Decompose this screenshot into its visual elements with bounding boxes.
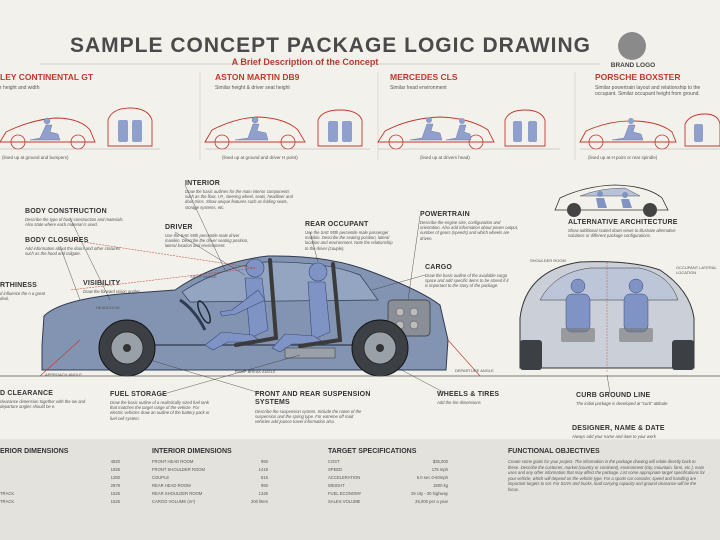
callout-curb-body: The initial package is developed at "cur… [576,401,668,406]
callout-body-construction-body: Describe the type of body construction a… [25,217,124,228]
benchmark-caption-porsche: (lined up at H point or rear spindle) [588,155,658,160]
table-row: 2879 [110,483,120,488]
callout-cargo-body: Draw the basic outline of the available … [425,273,509,289]
table-row: COST$35,000 [328,459,448,464]
benchmark-name-bentley: LEY CONTINENTAL GT [0,72,94,82]
table-row: CARGO VOLUME (m³)200 liters [152,499,268,504]
functional-objectives: FUNCTIONAL OBJECTIVES Create some goals … [508,448,708,493]
label-departure-angle: DEPARTURE ANGLE [455,368,494,373]
callout-suspension-title: FRONT AND REAR SUSPENSION SYSTEMS [255,391,371,406]
benchmark-desc-aston: Similar height & driver seat height [215,85,290,91]
callout-fuel-title: FUEL STORAGE [110,391,167,398]
callout-curb-title: CURB GROUND LINE [576,392,651,399]
driver-manikin [204,258,269,351]
label-occupant-lateral: OCCUPANT LATERAL LOCATION [676,265,717,275]
benchmark-porsche-drawing [579,113,720,150]
callout-wheels-title: WHEELS & TIRES [437,391,500,398]
callout-worthiness-title: RTHINESS [0,282,37,289]
benchmark-mercedes-drawing [377,109,560,150]
callout-suspension-body: Describe the suspension system. Include … [255,409,362,425]
benchmark-desc-mercedes: Similar head environment [390,85,447,91]
benchmark-name-porsche: PORSCHE BOXSTER [595,72,681,82]
callout-wheels-body: Add the tire dimensions [437,400,481,405]
front-wheel [98,319,156,377]
benchmark-caption-bentley: (lined up at ground and bumpers) [2,155,69,160]
callout-body-closures-title: BODY CLOSURES [25,237,89,244]
callout-powertrain-title: POWERTRAIN [420,211,470,218]
benchmark-caption-aston: (lined up at ground and driver H point) [222,155,298,160]
callout-worthiness-body: d influence the n a great deal. [0,291,45,302]
page-subtitle: A Brief Description of the Concept [231,57,379,67]
table-interior-title: INTERIOR DIMENSIONS [152,448,232,455]
page-title: SAMPLE CONCEPT PACKAGE LOGIC DRAWING [70,34,591,57]
callout-interior-title: INTERIOR [185,180,221,187]
callout-alternative-title: ALTERNATIVE ARCHITECTURE [568,219,678,226]
callout-visibility-title: VISIBILITY [83,280,121,287]
callout-designer-body: Always add your name and date to your wo… [572,434,656,439]
benchmark-desc-bentley: r height and width [0,85,40,91]
callout-rear-occupant-title: REAR OCCUPANT [305,221,369,228]
callout-cargo-title: CARGO [425,264,453,271]
label-approach-angle: APPROACH ANGLE [45,372,82,377]
callout-rear-occupant-body: Use the SAE 95th percentile male passeng… [305,230,393,251]
callout-interior-body: Draw the basic outlines for the main int… [185,189,293,210]
benchmark-caption-mercedes: (lined up at drivers head) [420,155,470,160]
alternative-architecture-drawing [554,184,669,217]
label-headroom: HEADROOM [96,305,120,310]
objectives-body: Create some goals for your project. The … [508,459,705,492]
benchmark-desc-porsche: Similar powertrain layout and relationsh… [595,85,701,97]
callout-body-construction-title: BODY CONSTRUCTION [25,208,107,215]
fuel-tank [284,347,336,359]
callout-powertrain-body: Describe the engine size, configuration … [420,220,519,241]
callout-fuel-body: Draw the basic outline of a realisticall… [110,400,210,421]
benchmark-aston-drawing [204,109,370,150]
table-target-title: TARGET SPECIFICATIONS [328,448,417,455]
callout-body-closures-body: Add information about the doors and othe… [25,246,121,257]
table-row: 1925 [110,467,120,472]
front-view [519,261,695,372]
callout-clearance-title: D CLEARANCE [0,390,54,397]
table-row: 4820 [110,459,120,464]
objectives-title: FUNCTIONAL OBJECTIVES [508,448,600,455]
label-shoulder-room: SHOULDER ROOM [530,258,566,263]
table-exterior: ERIOR DIMENSIONS 4820 1925 1260 2879 TRA… [0,448,120,507]
table-exterior-title: ERIOR DIMENSIONS [0,448,69,455]
benchmark-bentley-drawing [0,107,160,150]
label-sight-angle: SIGHT ANGLE [190,274,217,279]
callout-designer-title: DESIGNER, NAME & DATE [572,425,665,432]
rear-wheel [351,319,409,377]
benchmark-name-mercedes: MERCEDES CLS [390,72,458,82]
table-row: 1260 [110,475,120,480]
benchmark-name-aston: ASTON MARTIN DB9 [215,72,300,82]
main-side-view [0,239,720,377]
callout-alternative-body: Show additional scaled down views to ill… [568,228,676,239]
label-ramp-break-angle: RAMP BREAK ANGLE [235,369,276,374]
callout-driver-body: Use the SAE 95th percentile male driver … [165,233,249,249]
rear-occupant-manikin [271,262,331,353]
specification-panel [0,440,720,540]
callout-clearance-body: clearance dimension together with the ow… [0,399,86,410]
brand-logo-label: BRAND LOGO [610,62,656,69]
callout-visibility-body: Draw the forward vision angles [83,289,141,294]
brand-logo-icon [618,32,646,60]
callout-driver-title: DRIVER [165,224,193,231]
